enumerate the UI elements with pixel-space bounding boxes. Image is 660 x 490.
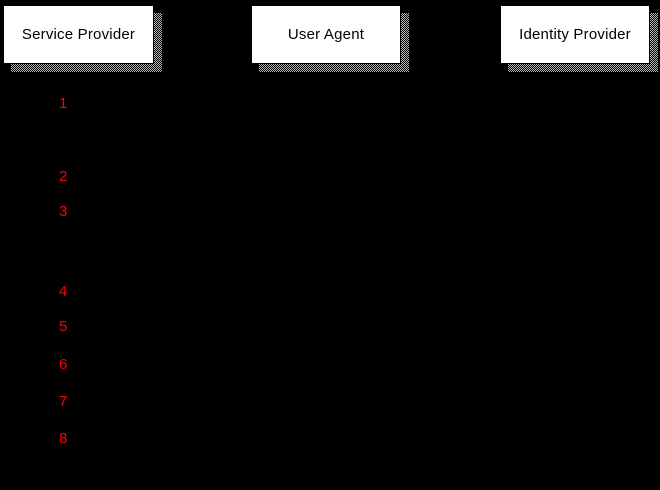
actor-label-service-provider: Service Provider: [21, 26, 136, 43]
step-number-8: 8: [59, 430, 68, 447]
step-number-7: 7: [59, 393, 68, 410]
actor-box-identity-provider[interactable]: Identity Provider: [500, 5, 650, 64]
actor-label-identity-provider: Identity Provider: [519, 26, 631, 43]
actor-box-service-provider[interactable]: Service Provider: [3, 5, 154, 64]
step-number-4: 4: [59, 283, 68, 300]
step-number-3: 3: [59, 203, 68, 220]
actor-label-user-agent: User Agent: [287, 26, 365, 43]
step-number-2: 2: [59, 168, 68, 185]
step-number-1: 1: [59, 95, 68, 112]
step-number-6: 6: [59, 356, 68, 373]
actor-box-user-agent[interactable]: User Agent: [251, 5, 401, 64]
step-number-5: 5: [59, 318, 68, 335]
